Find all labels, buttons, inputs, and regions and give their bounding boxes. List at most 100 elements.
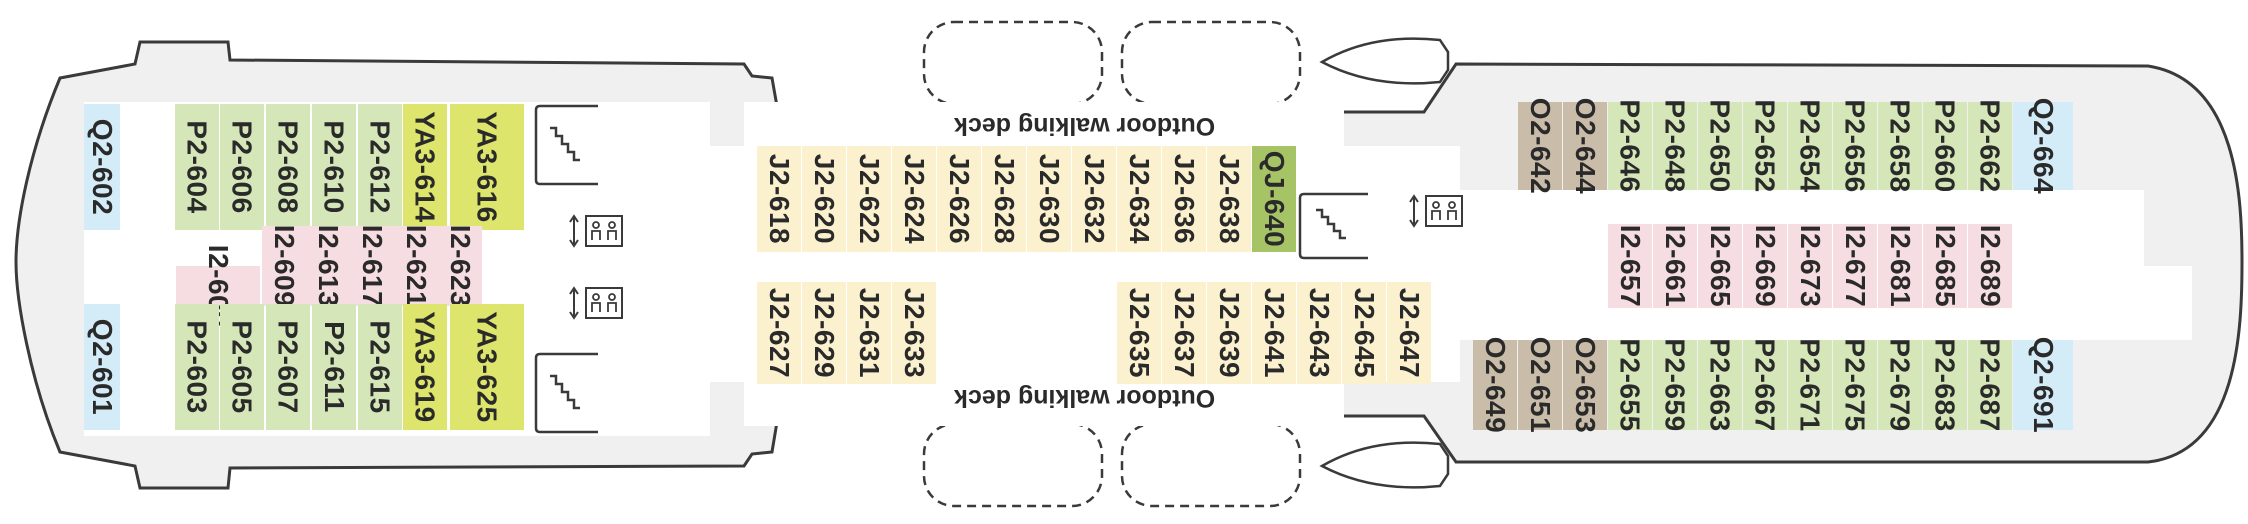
cabin-p2-608[interactable]: P2-608 (266, 104, 310, 230)
cabin-o2-653[interactable]: O2-653 (1563, 337, 1607, 433)
cabin-p2-603[interactable]: P2-603 (175, 304, 219, 430)
cabin-label: J2-629 (809, 287, 840, 379)
cabin-p2-687[interactable]: P2-687 (1968, 338, 2012, 432)
cabin-j2-643[interactable]: J2-643 (1297, 282, 1341, 384)
cabin-p2-606[interactable]: P2-606 (220, 104, 264, 230)
cabin-label: J2-647 (1394, 287, 1425, 379)
cabin-j2-629[interactable]: J2-629 (802, 282, 846, 384)
elevator-icon (569, 286, 623, 320)
cabin-label: P2-659 (1660, 338, 1692, 432)
cabin-j2-622[interactable]: J2-622 (847, 146, 891, 252)
cabin-label: P2-658 (1885, 99, 1917, 193)
cabin-label: P2-655 (1615, 338, 1647, 432)
walkway-label-bottom: Outdoor walking deck (954, 383, 1216, 412)
cabin-j2-641[interactable]: J2-641 (1252, 282, 1296, 384)
cabin-i2-621[interactable]: I2-621 (394, 224, 438, 308)
cabin-j2-618[interactable]: J2-618 (757, 146, 801, 252)
cabin-i2-689[interactable]: I2-689 (1968, 224, 2012, 308)
cabin-label: O2-649 (1480, 336, 1511, 434)
cabin-j2-627[interactable]: J2-627 (757, 282, 801, 384)
cabin-p2-655[interactable]: P2-655 (1608, 338, 1652, 432)
cabin-j2-624[interactable]: J2-624 (892, 146, 936, 252)
cabin-p2-663[interactable]: P2-663 (1698, 338, 1742, 432)
cabin-j2-620[interactable]: J2-620 (802, 146, 846, 252)
cabin-i2-609[interactable]: I2-609 (262, 225, 306, 307)
cabin-i2-600[interactable]: I2-600 (176, 245, 260, 327)
cabin-p2-610[interactable]: P2-610 (312, 104, 356, 230)
cabin-label: I2-677 (1840, 224, 1871, 308)
cabin-i2-665[interactable]: I2-665 (1698, 224, 1742, 308)
cabin-label: P2-687 (1975, 338, 2007, 432)
cabin-ya3-619[interactable]: YA3-619 (403, 304, 447, 430)
cabin-q2-601[interactable]: Q2-601 (84, 304, 120, 430)
cabin-j2-639[interactable]: J2-639 (1207, 282, 1251, 384)
cabin-q2-691[interactable]: Q2-691 (2013, 337, 2073, 433)
cabin-label: I2-673 (1795, 224, 1826, 308)
cabin-i2-657[interactable]: I2-657 (1608, 224, 1652, 308)
elevator-icon (569, 214, 623, 248)
cabin-label: P2-675 (1840, 338, 1872, 432)
cabin-label: I2-617 (357, 224, 388, 308)
cabin-p2-654[interactable]: P2-654 (1788, 99, 1832, 193)
cabin-i2-661[interactable]: I2-661 (1653, 224, 1697, 308)
cabin-j2-647[interactable]: J2-647 (1387, 282, 1431, 384)
cabin-i2-613[interactable]: I2-613 (306, 225, 350, 307)
cabin-j2-633[interactable]: J2-633 (892, 282, 936, 384)
cabin-p2-646[interactable]: P2-646 (1608, 99, 1652, 193)
cabin-j2-635[interactable]: J2-635 (1117, 282, 1161, 384)
cabin-p2-658[interactable]: P2-658 (1878, 99, 1922, 193)
cabin-p2-671[interactable]: P2-671 (1788, 338, 1832, 432)
cabin-o2-644[interactable]: O2-644 (1563, 98, 1607, 194)
cabin-j2-634[interactable]: J2-634 (1117, 146, 1161, 252)
cabin-p2-662[interactable]: P2-662 (1968, 99, 2012, 193)
cabin-p2-652[interactable]: P2-652 (1743, 99, 1787, 193)
cabin-label: J2-643 (1304, 287, 1335, 379)
cabin-q2-664[interactable]: Q2-664 (2013, 98, 2073, 194)
cabin-j2-631[interactable]: J2-631 (847, 282, 891, 384)
corridor (2142, 266, 2192, 340)
cabin-ya3-614[interactable]: YA3-614 (403, 104, 447, 230)
cabin-p2-611[interactable]: P2-611 (312, 304, 356, 430)
cabin-label: P2-662 (1975, 99, 2007, 193)
cabin-p2-659[interactable]: P2-659 (1653, 338, 1697, 432)
cabin-ya3-625[interactable]: YA3-625 (450, 304, 524, 430)
cabin-p2-683[interactable]: P2-683 (1923, 338, 1967, 432)
cabin-p2-660[interactable]: P2-660 (1923, 99, 1967, 193)
cabin-j2-626[interactable]: J2-626 (937, 146, 981, 252)
cabin-label: J2-628 (989, 153, 1020, 245)
cabin-ya3-616[interactable]: YA3-616 (450, 104, 524, 230)
cabin-j2-638[interactable]: J2-638 (1207, 146, 1251, 252)
cabin-p2-656[interactable]: P2-656 (1833, 99, 1877, 193)
cabin-j2-632[interactable]: J2-632 (1072, 146, 1116, 252)
cabin-p2-612[interactable]: P2-612 (358, 104, 402, 230)
cabin-i2-681[interactable]: I2-681 (1878, 224, 1922, 308)
cabin-qj-640[interactable]: QJ-640 (1252, 146, 1296, 252)
liferaft-icon (1120, 20, 1302, 106)
cabin-i2-623[interactable]: I2-623 (438, 225, 482, 307)
cabin-label: I2-621 (401, 224, 432, 308)
cabin-j2-636[interactable]: J2-636 (1162, 146, 1206, 252)
cabin-o2-642[interactable]: O2-642 (1518, 98, 1562, 194)
cabin-o2-651[interactable]: O2-651 (1518, 337, 1562, 433)
cabin-j2-645[interactable]: J2-645 (1342, 282, 1386, 384)
cabin-p2-648[interactable]: P2-648 (1653, 99, 1697, 193)
cabin-p2-667[interactable]: P2-667 (1743, 338, 1787, 432)
cabin-i2-617[interactable]: I2-617 (350, 224, 394, 308)
cabin-p2-605[interactable]: P2-605 (220, 304, 264, 430)
cabin-p2-675[interactable]: P2-675 (1833, 338, 1877, 432)
cabin-p2-607[interactable]: P2-607 (266, 304, 310, 430)
cabin-i2-685[interactable]: I2-685 (1923, 224, 1967, 308)
cabin-o2-649[interactable]: O2-649 (1473, 336, 1517, 434)
cabin-p2-615[interactable]: P2-615 (358, 304, 402, 430)
cabin-p2-679[interactable]: P2-679 (1878, 338, 1922, 432)
cabin-p2-650[interactable]: P2-650 (1698, 99, 1742, 193)
cabin-i2-677[interactable]: I2-677 (1833, 224, 1877, 308)
cabin-j2-630[interactable]: J2-630 (1027, 146, 1071, 252)
cabin-p2-604[interactable]: P2-604 (175, 104, 219, 230)
cabin-i2-669[interactable]: I2-669 (1743, 224, 1787, 308)
cabin-i2-673[interactable]: I2-673 (1788, 224, 1832, 308)
cabin-j2-628[interactable]: J2-628 (982, 146, 1026, 252)
cabin-j2-637[interactable]: J2-637 (1162, 282, 1206, 384)
cabin-q2-602[interactable]: Q2-602 (84, 104, 120, 230)
cabin-label: I2-669 (1750, 224, 1781, 308)
